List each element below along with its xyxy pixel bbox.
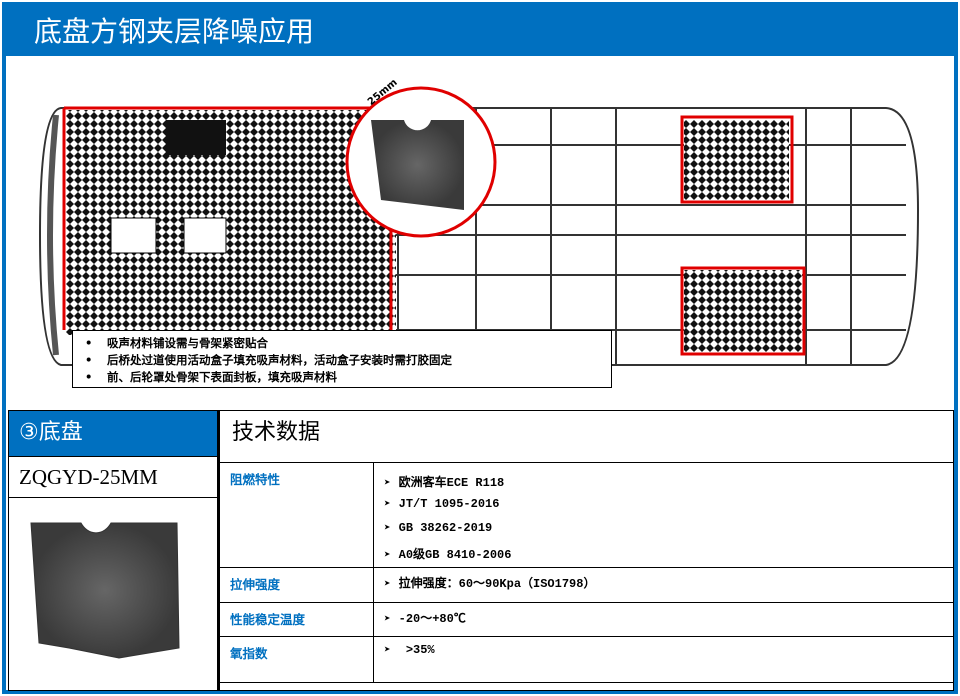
row-value: 欧洲客车ECE R118: [384, 473, 953, 497]
row-value: -20～+80℃: [384, 609, 953, 633]
row-value: JT/T 1095-2016: [384, 497, 953, 521]
product-card: ③底盘 ZQGYD-25MM: [8, 410, 218, 691]
table-row: 阻燃特性 欧洲客车ECE R118 JT/T 1095-2016 GB 3826…: [220, 463, 953, 568]
acoustic-material-areas: [66, 110, 802, 352]
row-value: 拉伸强度：60～90Kpa（ISO1798）: [384, 574, 953, 598]
row-label: 氧指数: [220, 637, 374, 682]
note-item: 吸声材料铺设需与骨架紧密贴合: [85, 335, 611, 352]
page-title: 底盘方钢夹层降噪应用: [6, 6, 954, 58]
row-label: 性能稳定温度: [220, 603, 374, 636]
table-row: 性能稳定温度 -20～+80℃: [220, 603, 953, 637]
note-item: 后桥处过道使用活动盒子填充吸声材料，活动盒子安装时需打胶固定: [85, 352, 611, 369]
row-value: A0级GB 8410-2006: [384, 545, 953, 569]
row-label: 阻燃特性: [220, 463, 374, 567]
table-row: 拉伸强度 拉伸强度：60～90Kpa（ISO1798）: [220, 568, 953, 603]
bus-chassis-diagram: 25mm: [38, 77, 920, 366]
tech-data-table: 技术数据 阻燃特性 欧洲客车ECE R118 JT/T 1095-2016 GB…: [218, 410, 954, 691]
note-item: 前、后轮罩处骨架下表面封板，填充吸声材料: [85, 369, 611, 386]
section-title: ③底盘: [9, 411, 217, 457]
magnified-foam-callout: 25mm: [345, 77, 497, 238]
installation-notes: 吸声材料铺设需与骨架紧密贴合 后桥处过道使用活动盒子填充吸声材料，活动盒子安装时…: [72, 330, 612, 388]
row-value: GB 38262-2019: [384, 521, 953, 545]
row-label: 拉伸强度: [220, 568, 374, 602]
product-model: ZQGYD-25MM: [9, 457, 217, 498]
foam-product-image: [30, 522, 180, 659]
tech-heading: 技术数据: [220, 411, 953, 463]
table-row: 氧指数 >35%: [220, 637, 953, 683]
row-value: >35%: [384, 643, 953, 667]
